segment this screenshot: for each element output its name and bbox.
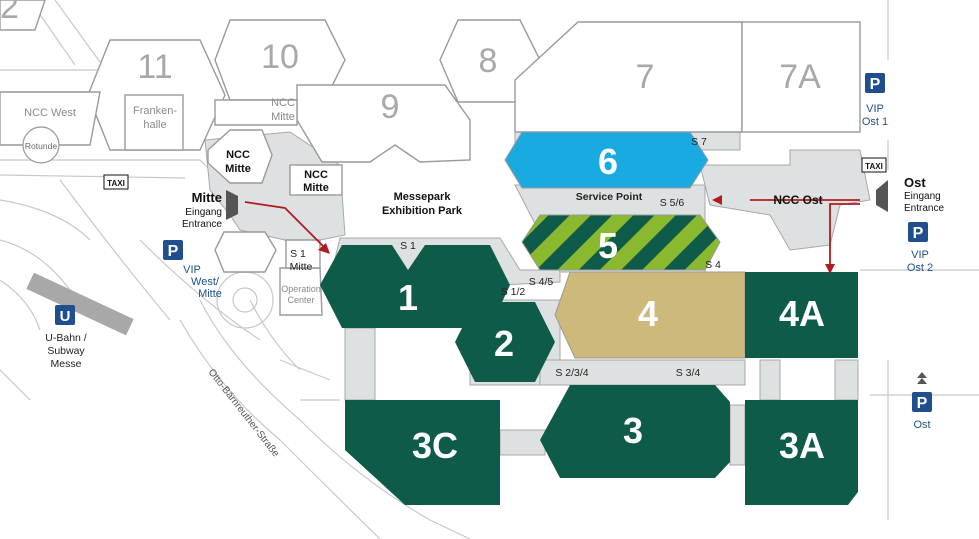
hall-1[interactable] bbox=[320, 245, 510, 328]
parking-vip-ost1-label-1: VIP bbox=[866, 103, 884, 115]
ost-entrance-label-1: Ost bbox=[904, 175, 926, 190]
parking-ost-sign bbox=[912, 392, 932, 412]
subway-platform bbox=[26, 272, 134, 336]
hall-7a-label: 7A bbox=[779, 58, 821, 96]
passage-s1-label: S 1 bbox=[400, 240, 416, 252]
roundabout bbox=[216, 271, 274, 329]
taxi-west-label: TAXI bbox=[107, 179, 125, 188]
street-label: Otto-Bärnreuther-Straße bbox=[206, 367, 282, 460]
mitte-entrance-label-2: Eingang bbox=[185, 207, 222, 218]
parking-direction-icon bbox=[917, 372, 927, 384]
hall-3[interactable] bbox=[540, 385, 730, 478]
hall-6[interactable] bbox=[504, 131, 709, 189]
parking-vip-ost2-label-1: VIP bbox=[911, 249, 929, 261]
parking-vip-ost2-sign bbox=[908, 222, 928, 242]
mitte-entrance-marker bbox=[226, 190, 238, 220]
taxi-east-label: TAXI bbox=[865, 162, 883, 171]
rotunde-label: Rotunde bbox=[25, 141, 57, 151]
ost-entrance-label-3: Entrance bbox=[904, 203, 944, 214]
messepark-label-1: Messepark bbox=[394, 191, 452, 203]
operation-center-label-2: Center bbox=[287, 295, 314, 305]
ubahn-label-3: Messe bbox=[51, 358, 82, 370]
hall-11-label: 11 bbox=[137, 48, 172, 86]
ncc-west-label: NCC West bbox=[24, 107, 76, 119]
parking-ost-symbol: P bbox=[917, 395, 928, 412]
hall-3c-label: 3C bbox=[412, 425, 458, 466]
taxi-sign-west bbox=[103, 174, 129, 190]
ncc-mitte-hex-label-2: Mitte bbox=[225, 163, 251, 175]
parking-vip-west-sign bbox=[163, 240, 183, 260]
mitte-entrance-label-3: Entrance bbox=[182, 219, 222, 230]
ubahn-sign bbox=[55, 305, 75, 325]
ncc-mitte-top-label-1: NCC bbox=[271, 97, 295, 109]
hall-12-label: 2 bbox=[0, 0, 19, 26]
passage-s234-label: S 2/3/4 bbox=[555, 367, 588, 379]
hall-8-label: 8 bbox=[479, 42, 498, 80]
outline-buildings bbox=[0, 0, 861, 316]
parking-vip-ost2-label-2: Ost 2 bbox=[907, 262, 933, 274]
roundabout-inner bbox=[232, 287, 258, 313]
ubahn-label-1: U-Bahn / bbox=[45, 332, 87, 344]
hall-2[interactable] bbox=[455, 302, 555, 382]
ncc-ost-label: NCC Ost bbox=[773, 193, 822, 207]
passage-s4-label: S 4 bbox=[705, 259, 721, 271]
ncc-mitte-box-label-2: Mitte bbox=[303, 182, 329, 194]
hall-4a-label: 4A bbox=[779, 293, 825, 334]
hall-6-label: 6 bbox=[598, 141, 618, 182]
parking-vip-west-label-3: Mitte bbox=[198, 288, 222, 300]
passage-s7-label: S 7 bbox=[691, 136, 707, 148]
hall-3a-label: 3A bbox=[779, 425, 825, 466]
passage-s56-label: S 5/6 bbox=[660, 197, 685, 209]
parking-vip-west-label-2: West/ bbox=[191, 276, 220, 288]
ost-entrance-label-2: Eingang bbox=[904, 191, 941, 202]
rotunde bbox=[22, 126, 60, 164]
hall-5-label: 5 bbox=[598, 225, 618, 266]
ncc-mitte-top-label-2: Mitte bbox=[271, 111, 295, 123]
passage-s45-label: S 4/5 bbox=[529, 276, 554, 288]
parking-vip-west-symbol: P bbox=[168, 243, 179, 260]
hall-2-label: 2 bbox=[494, 323, 514, 364]
ubahn-label-2: Subway bbox=[47, 345, 85, 357]
passage-s1-mitte-label-1: S 1 bbox=[290, 248, 306, 260]
operation-center-label-1: Operation bbox=[281, 284, 321, 294]
hall-3c[interactable] bbox=[345, 400, 500, 505]
hall-7-label: 7 bbox=[636, 58, 655, 96]
hall-3-label: 3 bbox=[623, 410, 643, 451]
messepark-label-2: Exhibition Park bbox=[382, 205, 463, 217]
ubahn-symbol: U bbox=[60, 308, 71, 325]
arrow-heads bbox=[318, 195, 835, 274]
parking-ost-label: Ost bbox=[913, 419, 930, 431]
passage-s34-label: S 3/4 bbox=[676, 367, 701, 379]
parking-vip-ost1-label-2: Ost 1 bbox=[862, 116, 888, 128]
ncc-mitte-hex-label-1: NCC bbox=[226, 149, 250, 161]
hall-4-label: 4 bbox=[638, 293, 658, 334]
passage-s1-mitte-label-2: Mitte bbox=[290, 261, 313, 273]
hall-5[interactable] bbox=[521, 214, 721, 271]
hall-1-label: 1 bbox=[398, 277, 418, 318]
route-arrows bbox=[244, 199, 860, 268]
hall-4a[interactable] bbox=[745, 272, 858, 358]
ncc-mitte-box-label-1: NCC bbox=[304, 169, 328, 181]
hall-10-label: 10 bbox=[261, 38, 299, 76]
hall-9-label: 9 bbox=[381, 88, 400, 126]
frankenhalle-label-2: halle bbox=[143, 119, 166, 131]
mitte-entrance-label-1: Mitte bbox=[192, 190, 222, 205]
service-point-label: Service Point bbox=[576, 191, 643, 203]
taxi-sign-east bbox=[861, 157, 887, 173]
hall-4[interactable] bbox=[554, 271, 746, 359]
parking-vip-ost2-symbol: P bbox=[913, 225, 924, 242]
passage-s12-label: S 1/2 bbox=[501, 286, 526, 298]
parking-vip-ost1-sign bbox=[865, 73, 885, 93]
frankenhalle-label-1: Franken- bbox=[133, 105, 177, 117]
parking-vip-ost1-symbol: P bbox=[870, 76, 881, 93]
hall-3a[interactable] bbox=[745, 400, 858, 505]
parking-vip-west-label-1: VIP bbox=[183, 264, 201, 276]
ost-entrance-marker bbox=[876, 180, 888, 212]
